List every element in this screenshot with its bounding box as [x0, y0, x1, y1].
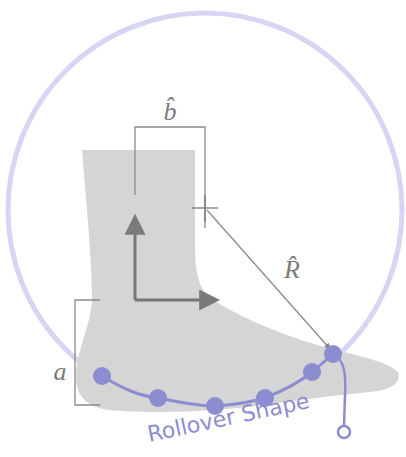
dimension-label: b̂ — [162, 98, 179, 126]
rollover-end — [338, 426, 350, 438]
crosshair — [204, 195, 205, 222]
rollover-leader — [333, 354, 345, 426]
dimension-label: a — [52, 358, 69, 386]
dimension-label: R̂ — [282, 256, 302, 284]
dimension-bracket — [75, 300, 100, 405]
axis-arrow — [135, 299, 216, 302]
foot-shape — [76, 150, 399, 412]
radius-line — [207, 210, 331, 350]
dimension-bracket — [135, 127, 205, 228]
axis-arrow — [134, 218, 137, 300]
